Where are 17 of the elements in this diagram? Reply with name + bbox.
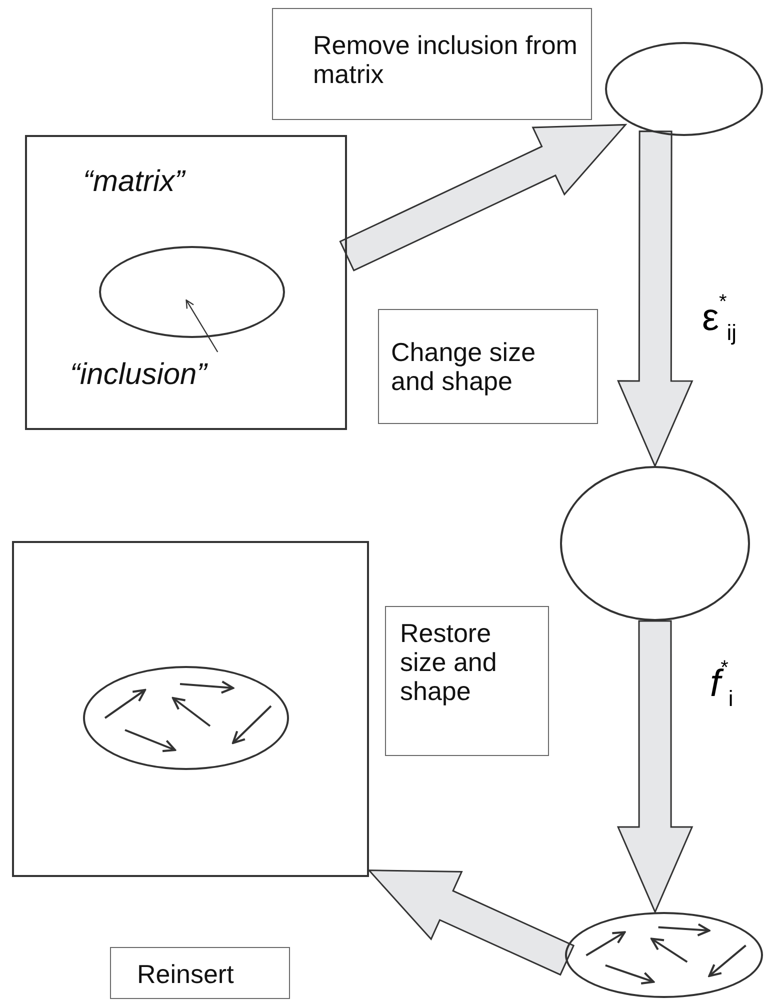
frame-box (25, 135, 347, 430)
block-arrow (617, 130, 694, 468)
circle (560, 466, 750, 621)
frame-box (12, 541, 369, 877)
italic-label: “inclusion” (70, 354, 275, 396)
step-label-box: Change size and shape (378, 309, 598, 424)
step-label-box: Remove inclusion from matrix (272, 8, 592, 120)
italic-label: “matrix” (83, 165, 185, 199)
block-arrow (616, 620, 694, 914)
step-label-box: Restore size and shape (385, 606, 549, 756)
block-arrow (367, 870, 575, 976)
ellipse (83, 666, 289, 770)
ellipse (565, 912, 763, 998)
step-label-box: Reinsert (110, 947, 290, 999)
block-arrow (339, 124, 628, 272)
leader-line (186, 300, 218, 352)
ellipse (99, 246, 285, 338)
